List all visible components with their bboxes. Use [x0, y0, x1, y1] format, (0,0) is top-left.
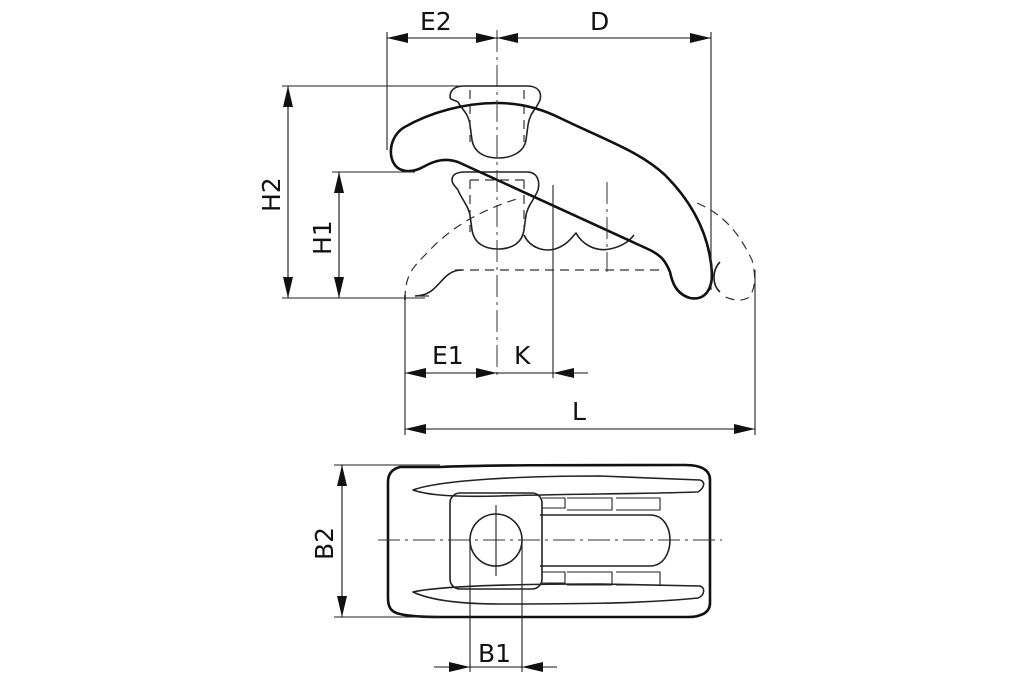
b2-arrow-top [337, 465, 347, 486]
d-arrow-left [497, 33, 518, 43]
base-hidden-outline [404, 197, 756, 301]
dim-label-d: D [590, 7, 609, 36]
e1-arrow-left [405, 368, 426, 378]
dim-label-e2: E2 [420, 7, 452, 36]
h2-arrow-bottom [283, 277, 293, 298]
dim-label-k: K [514, 341, 531, 370]
bottom-serration-segments [542, 571, 661, 586]
b1-arrow-right [522, 662, 543, 672]
serrations [523, 232, 635, 251]
lower-block-hidden-bore [469, 179, 525, 232]
b1-arrow-left [449, 662, 470, 672]
base-hidden-bottom [420, 269, 665, 297]
top-view: B2 B1 [310, 463, 722, 672]
top-serration-segments [542, 497, 661, 511]
dim-label-b2: B2 [310, 527, 339, 560]
e2-arrow-right [476, 33, 497, 43]
l-arrow-right [734, 424, 755, 434]
side-view: E2 D H2 H1 E1 K L [257, 7, 756, 435]
upper-block-hidden-bore [469, 90, 525, 142]
d-arrow-right [690, 33, 711, 43]
upper-block-outline [449, 85, 542, 159]
upper-rail [412, 475, 705, 498]
h1-arrow-top [334, 172, 344, 193]
dim-label-h1: H1 [308, 220, 337, 255]
top-body-outline [386, 463, 712, 619]
dim-label-b1: B1 [478, 639, 511, 668]
dim-label-h2: H2 [257, 177, 286, 212]
pressure-pad [449, 492, 543, 590]
e2-arrow-left [387, 33, 408, 43]
h2-arrow-top [283, 86, 293, 107]
l-arrow-left [405, 424, 426, 434]
lower-block-outline [451, 171, 540, 250]
lower-rail [412, 583, 705, 605]
b2-arrow-bottom [337, 596, 347, 617]
e1-arrow-right [476, 368, 497, 378]
clamp-arm [389, 101, 714, 300]
dim-label-e1: E1 [432, 341, 464, 370]
k-arrow [553, 368, 574, 378]
h1-arrow-bottom [334, 277, 344, 298]
dim-label-l: L [572, 397, 586, 426]
